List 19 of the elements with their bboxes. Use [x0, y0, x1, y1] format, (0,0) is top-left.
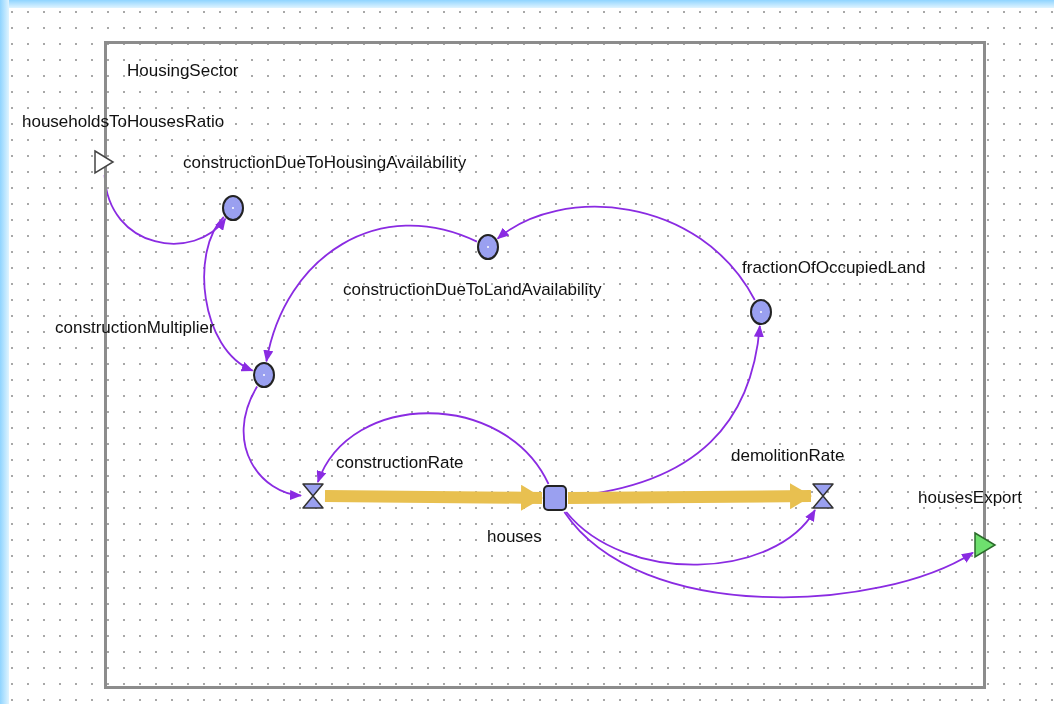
link-arrow — [242, 385, 302, 499]
flow-arrow — [324, 484, 543, 511]
link-arrow — [203, 216, 254, 372]
variable-name: houses — [487, 527, 542, 547]
variable-name: constructionRate — [336, 453, 464, 473]
link-arrow — [565, 509, 816, 566]
link-arrow — [563, 511, 974, 598]
variable-name: constructionDueToHousingAvailability — [183, 153, 467, 173]
link-arrow — [264, 224, 478, 363]
sector-title: HousingSector — [127, 61, 239, 81]
variable-name: householdsToHousesRatio — [22, 112, 225, 132]
link-arrow — [496, 206, 756, 301]
variable-name: demolitionRate — [731, 446, 845, 466]
variable-name: constructionMultiplier — [55, 318, 215, 338]
link-arrow — [317, 412, 550, 485]
variable-name: housesExport — [918, 488, 1022, 508]
variable-name: constructionDueToLandAvailability — [343, 280, 602, 300]
flow-arrow — [567, 483, 812, 510]
variable-name: fractionOfOccupiedLand — [742, 258, 926, 278]
